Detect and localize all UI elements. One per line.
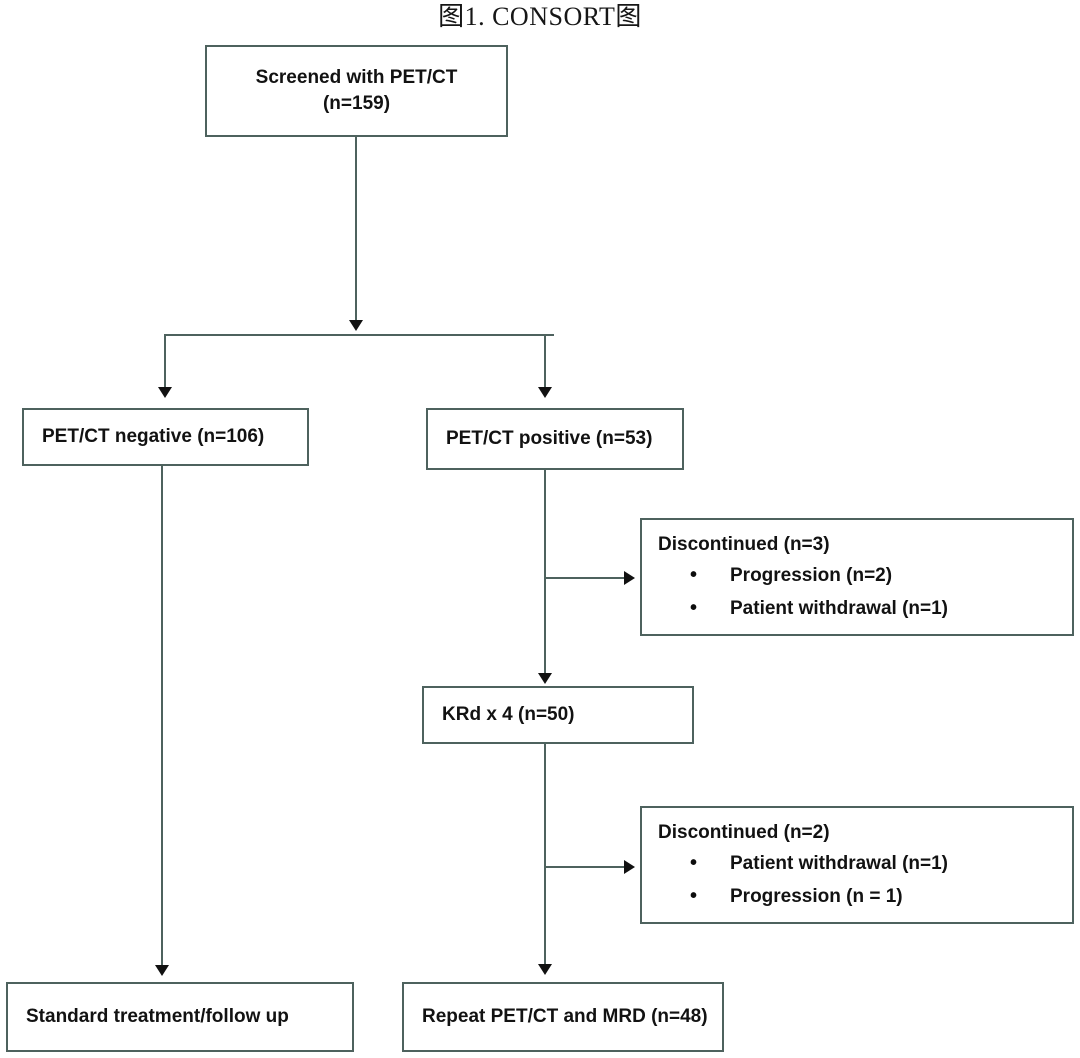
node-pet-positive-label: PET/CT positive (n=53)	[446, 428, 653, 449]
arrow-to-repeat-pet	[538, 964, 552, 975]
node-pet-positive: PET/CT positive (n=53)	[426, 408, 684, 470]
node-screened-line2: (n=159)	[322, 93, 391, 114]
node-repeat-pet-label: Repeat PET/CT and MRD (n=48)	[422, 1006, 708, 1027]
node-screened-line1: Screened with PET/CT	[255, 67, 458, 88]
list-item: Progression (n=2)	[658, 561, 1072, 590]
node-krd-label: KRd x 4 (n=50)	[442, 704, 575, 725]
node-standard-treatment-label: Standard treatment/follow up	[26, 1006, 289, 1027]
node-standard-treatment: Standard treatment/follow up	[6, 982, 354, 1052]
connector-split-left-drop	[164, 334, 166, 389]
node-discontinued-1-heading: Discontinued (n=3)	[658, 534, 830, 555]
connector-krd-to-repeat	[544, 744, 546, 966]
connector-branch-discontinued-1	[544, 577, 626, 579]
figure-title: 图1. CONSORT图	[438, 2, 642, 31]
arrow-to-pet-positive	[538, 387, 552, 398]
arrow-to-standard-treatment	[155, 965, 169, 976]
node-pet-negative: PET/CT negative (n=106)	[22, 408, 309, 466]
discontinued-2-list: Patient withdrawal (n=1) Progression (n …	[658, 849, 1072, 911]
connector-pet-positive-to-krd	[544, 470, 546, 675]
node-screened: Screened with PET/CT (n=159)	[205, 45, 508, 137]
arrow-to-discontinued-1	[624, 571, 635, 585]
arrow-to-discontinued-2	[624, 860, 635, 874]
node-krd: KRd x 4 (n=50)	[422, 686, 694, 744]
node-discontinued-2-heading: Discontinued (n=2)	[658, 822, 830, 843]
list-item: Patient withdrawal (n=1)	[658, 849, 1072, 878]
connector-branch-discontinued-2	[544, 866, 626, 868]
node-repeat-pet: Repeat PET/CT and MRD (n=48)	[402, 982, 724, 1052]
node-discontinued-1: Discontinued (n=3) Progression (n=2) Pat…	[640, 518, 1074, 636]
connector-screened-to-split	[355, 137, 357, 321]
connector-pet-negative-to-standard	[161, 466, 163, 966]
connector-split-bar	[164, 334, 554, 336]
discontinued-1-list: Progression (n=2) Patient withdrawal (n=…	[658, 561, 1072, 623]
node-discontinued-2: Discontinued (n=2) Patient withdrawal (n…	[640, 806, 1074, 924]
list-item: Progression (n = 1)	[658, 882, 1072, 911]
arrow-to-krd	[538, 673, 552, 684]
connector-split-right-drop	[544, 334, 546, 389]
node-pet-negative-label: PET/CT negative (n=106)	[42, 426, 265, 447]
arrow-to-pet-negative	[158, 387, 172, 398]
arrow-screened-to-split	[349, 320, 363, 331]
list-item: Patient withdrawal (n=1)	[658, 594, 1072, 623]
